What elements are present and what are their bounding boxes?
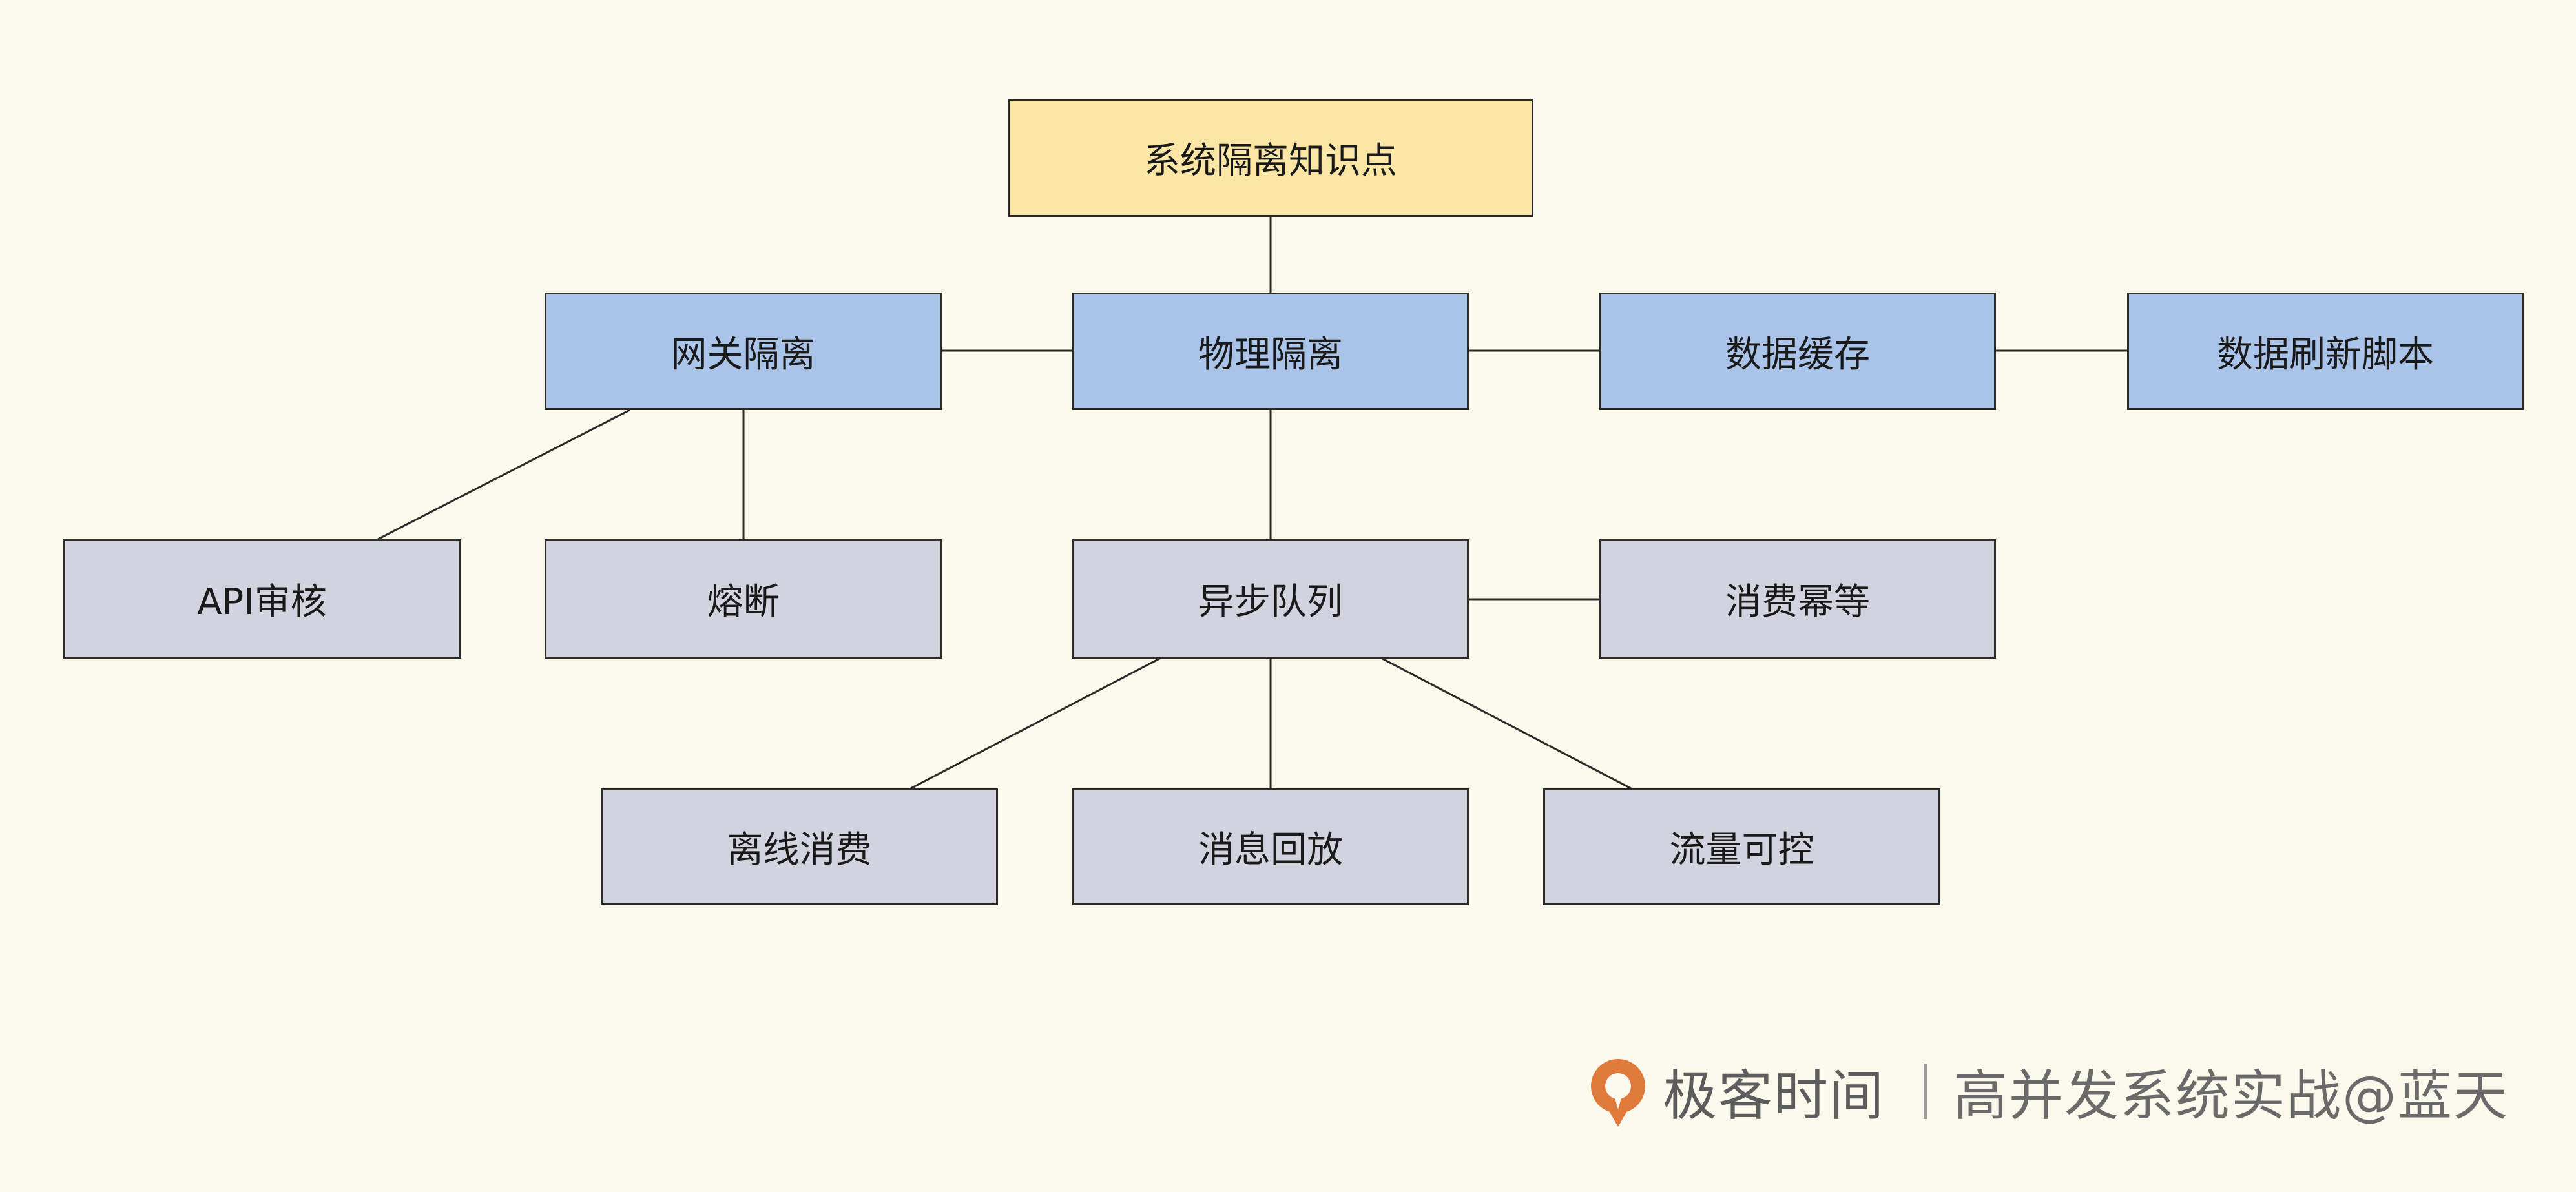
node-queue: 异步队列 bbox=[1072, 539, 1469, 659]
edge-gateway-api bbox=[377, 409, 630, 540]
node-api: API审核 bbox=[63, 539, 461, 659]
course-name: 高并发系统实战@蓝天 bbox=[1953, 1064, 2509, 1127]
node-replay: 消息回放 bbox=[1072, 788, 1469, 905]
edge-queue-flow bbox=[1382, 657, 1632, 790]
node-gateway: 网关隔离 bbox=[545, 293, 942, 410]
node-cache-label: 数据缓存 bbox=[1725, 333, 1870, 376]
footer-divider bbox=[1924, 1064, 1928, 1119]
node-root: 系统隔离知识点 bbox=[1008, 99, 1533, 217]
node-flow: 流量可控 bbox=[1543, 788, 1940, 905]
watermark: 极客时间 高并发系统实战@蓝天 bbox=[1583, 1049, 2526, 1133]
node-fuse: 熔断 bbox=[545, 539, 942, 659]
node-gateway-label: 网关隔离 bbox=[670, 333, 816, 376]
node-root-label: 系统隔离知识点 bbox=[1144, 140, 1397, 182]
edge-queue-offline bbox=[910, 657, 1160, 790]
node-physical: 物理隔离 bbox=[1072, 293, 1469, 410]
node-queue-label: 异步队列 bbox=[1198, 581, 1343, 623]
brand-name: 极客时间 bbox=[1663, 1064, 1885, 1127]
node-cache: 数据缓存 bbox=[1599, 293, 1996, 410]
node-physical-label: 物理隔离 bbox=[1198, 333, 1343, 376]
node-flow-label: 流量可控 bbox=[1669, 829, 1814, 871]
node-offline-label: 离线消费 bbox=[727, 829, 872, 871]
node-idempotent-label: 消费幂等 bbox=[1725, 581, 1870, 623]
node-offline: 离线消费 bbox=[601, 788, 998, 905]
node-api-label: API审核 bbox=[197, 581, 327, 623]
node-fuse-label: 熔断 bbox=[707, 581, 780, 623]
node-refresh: 数据刷新脚本 bbox=[2127, 293, 2524, 410]
node-replay-label: 消息回放 bbox=[1198, 829, 1343, 871]
geektime-logo-icon bbox=[1583, 1053, 1654, 1130]
node-refresh-label: 数据刷新脚本 bbox=[2217, 333, 2434, 376]
node-idempotent: 消费幂等 bbox=[1599, 539, 1996, 659]
